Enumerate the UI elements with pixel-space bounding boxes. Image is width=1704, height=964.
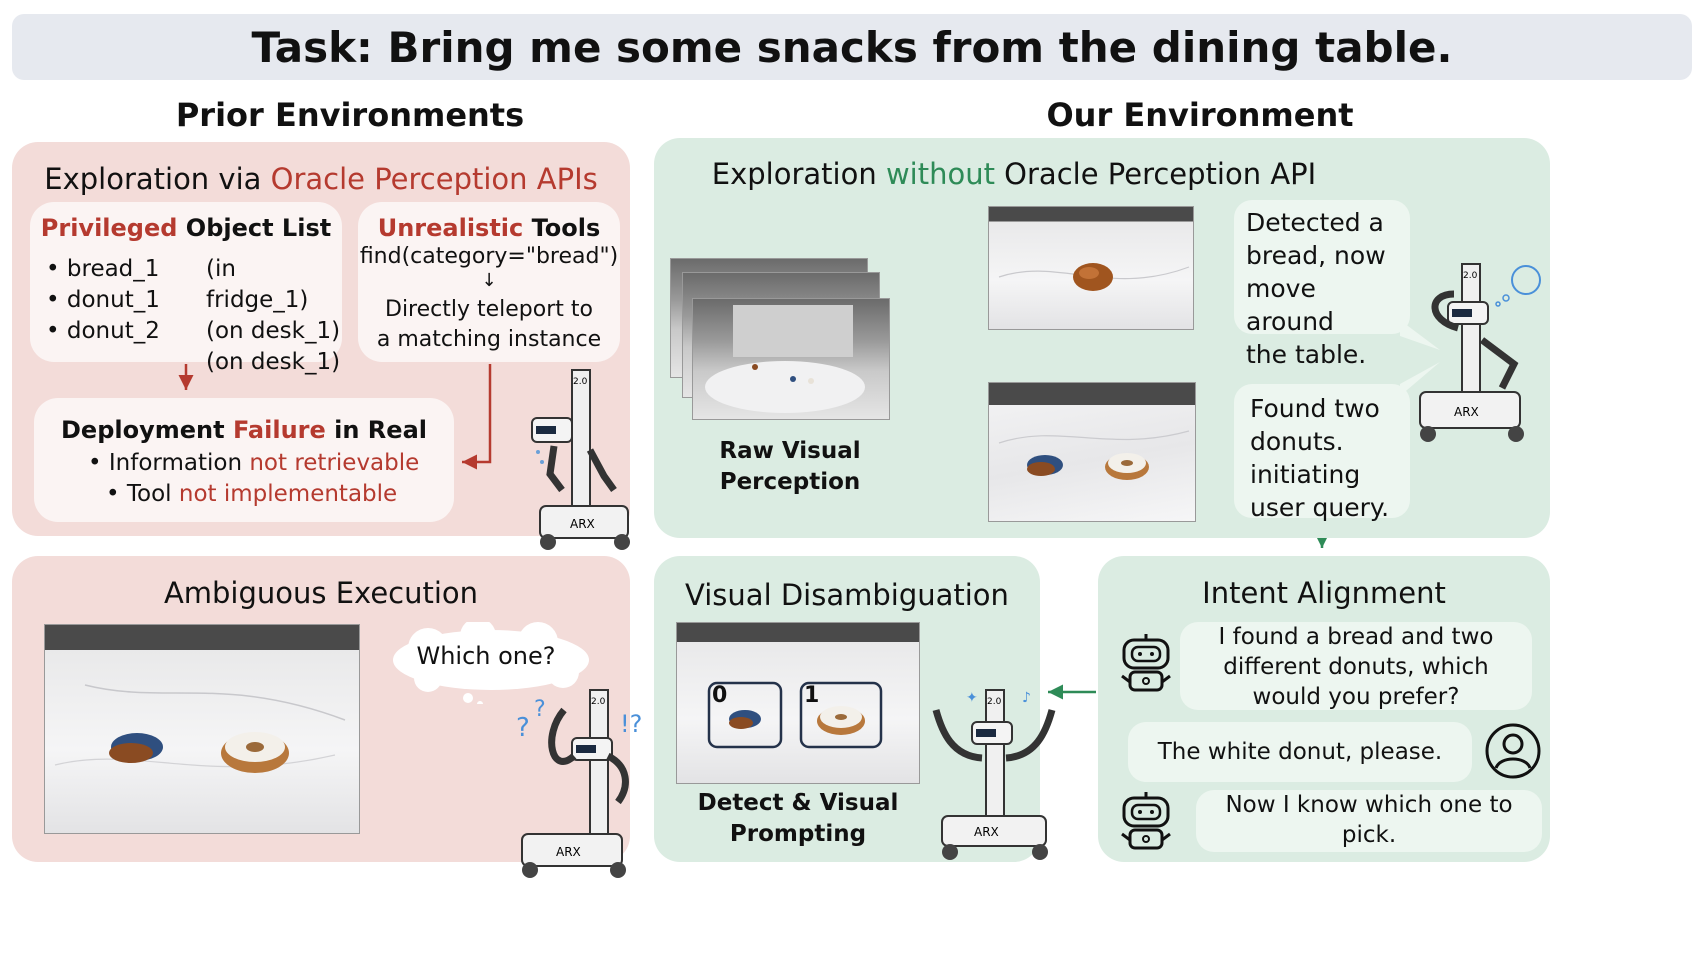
music-note-icon: ♪ <box>1022 690 1031 706</box>
list-item: • donut_1 <box>46 287 160 313</box>
detect-prompting-caption: Detect & Visual Prompting <box>697 790 899 847</box>
deployment-failure-title: Deployment Failure in Real <box>61 416 427 444</box>
robot-badge: 2.0 <box>573 377 588 387</box>
thought-text: Which one? <box>416 642 556 670</box>
robot-base-label: ARX <box>570 517 595 531</box>
prior-section-title: Prior Environments <box>175 96 525 134</box>
bbox-label-1: 1 <box>804 683 820 708</box>
unrealistic-tools-card: Unrealistic Tools find(category="bread")… <box>358 202 620 362</box>
question-marks-icon: ? <box>516 713 530 743</box>
privileged-object-list-card: Privileged Object List • bread_1 • donut… <box>30 202 342 375</box>
ambiguous-execution-title: Ambiguous Execution <box>163 576 479 610</box>
object-list-names: • bread_1 • donut_1 • donut_2 <box>46 254 160 347</box>
list-location: (on desk_1) <box>206 349 341 375</box>
bbox-1 <box>799 681 883 749</box>
list-location: (in fridge_1) <box>206 256 309 313</box>
task-text: Task: Bring me some snacks from the dini… <box>251 22 1453 72</box>
robot-badge: 2.0 <box>987 697 1002 707</box>
robot-confused: ? ? !? 2.0 ARX <box>516 689 642 878</box>
failure-bullet-2: • Tool not implementable <box>106 481 398 507</box>
arrow-tools-to-failure <box>462 364 492 470</box>
list-item: • bread_1 <box>46 256 160 282</box>
tool-desc-line1: Directly teleport to <box>385 297 593 322</box>
robot-thinking: 2.0 ARX <box>1419 263 1541 442</box>
robot-base-label: ARX <box>556 845 581 859</box>
robot-happy: ✦ ♪ 2.0 ARX <box>932 689 1056 860</box>
lightbulb-icon <box>1511 265 1541 295</box>
user-message: The white donut, please. <box>1128 722 1472 782</box>
list-location: (on desk_1) <box>206 318 341 344</box>
donuts-illustration <box>54 684 346 773</box>
privileged-list-title: Privileged Object List <box>40 214 332 242</box>
down-arrow-icon: ↓ <box>481 270 497 291</box>
bbox-label-0: 0 <box>712 683 728 708</box>
exclaim-question-icon: !? <box>620 710 642 738</box>
unrealistic-tools-title: Unrealistic Tools <box>377 214 601 242</box>
failure-bullet-1: • Information not retrievable <box>88 450 420 476</box>
thought-cloud <box>393 622 589 704</box>
robot-base-label: ARX <box>974 825 999 839</box>
tool-desc-line2: a matching instance <box>376 327 602 352</box>
raw-visual-caption: Raw Visual Perception <box>719 438 861 495</box>
ours-section-title: Our Environment <box>1046 96 1354 134</box>
list-item: • donut_2 <box>46 318 160 344</box>
robot-message-1: I found a bread and two different donuts… <box>1180 622 1532 710</box>
disambiguation-image <box>676 622 920 784</box>
robot-badge: 2.0 <box>1463 271 1478 281</box>
ours-exploration-title: Exploration without Oracle Perception AP… <box>711 157 1317 191</box>
robot-sad: 2.0 ARX <box>531 369 630 550</box>
task-banner: Task: Bring me some snacks from the dini… <box>12 14 1692 80</box>
deployment-failure-card: Deployment Failure in Real • Information… <box>34 398 454 522</box>
bubble-tails <box>1400 320 1440 396</box>
donuts-detected-image <box>988 382 1196 522</box>
user-avatar-icon <box>1485 723 1541 779</box>
bbox-0 <box>707 681 783 749</box>
bread-detected-image <box>988 206 1194 330</box>
sparkle-icon: ✦ <box>966 690 978 706</box>
raw-frame-front <box>692 298 890 420</box>
bubble-detected-bread: Detected a bread, now move around the ta… <box>1234 200 1410 369</box>
ambiguous-scene-image <box>44 624 360 834</box>
bubble-found-donuts: Found two donuts. initiating user query. <box>1234 384 1410 522</box>
tool-code: find(category="bread") <box>359 244 619 269</box>
robot-badge: 2.0 <box>591 697 606 707</box>
object-list-locations: (in fridge_1) (on desk_1) (on desk_1) <box>206 254 342 378</box>
robot-avatar-icon <box>1121 792 1171 850</box>
visual-disambiguation-title: Visual Disambiguation <box>685 578 1009 612</box>
robot-avatar-icon <box>1121 634 1171 692</box>
intent-alignment-title: Intent Alignment <box>1202 576 1446 610</box>
robot-base-label: ARX <box>1454 405 1479 419</box>
svg-text:?: ? <box>534 697 546 722</box>
prior-exploration-title: Exploration via Oracle Perception APIs <box>44 162 598 196</box>
robot-message-2: Now I know which one to pick. <box>1196 790 1542 852</box>
